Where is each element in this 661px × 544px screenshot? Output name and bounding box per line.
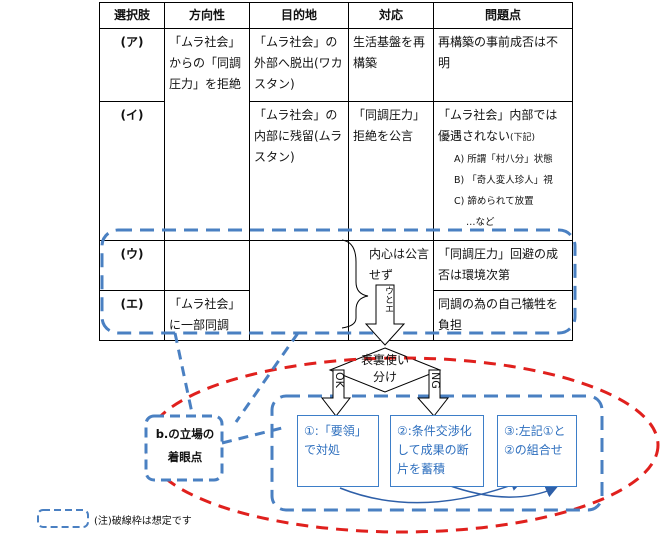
row-d-choice: (エ) — [99, 290, 165, 341]
sub-item-b: B) 「奇人変人珍人」視 — [454, 175, 553, 186]
ok-arrow — [320, 369, 352, 417]
table-header-row: 選択肢 方向性 目的地 対応 問題点 — [99, 2, 573, 29]
row-b-response: 「同調圧力」拒絶を公言 — [348, 101, 434, 241]
focus-box — [144, 414, 224, 482]
header-direction: 方向性 — [164, 2, 250, 29]
row-c-destination — [249, 240, 349, 341]
options-group-frame — [270, 394, 604, 512]
merge-arrow — [364, 284, 406, 346]
legend-dashed-sample — [37, 509, 89, 528]
ok-label: OK — [333, 372, 346, 388]
row-b-problem-note: (下記) — [510, 133, 536, 143]
row-a-problem: 再構築の事前成否は不明 — [433, 28, 573, 102]
row-b-choice: (イ) — [99, 101, 165, 241]
row-a-response: 生活基盤を再構築 — [348, 28, 434, 102]
curve-arrow-1 — [339, 479, 523, 504]
row-b-problem-cell: 「ムラ社会」内部では優遇されない(下記) A) 所謂「村八分」状態 B) 「奇人… — [433, 101, 573, 241]
row-c-direction — [164, 240, 250, 291]
table-row: (ア) 「ムラ社会」からの「同調圧力」を拒絶 「ムラ社会」の外部へ脱出(ワカスタ… — [99, 28, 573, 241]
brace — [341, 239, 369, 329]
row-b-problem: 「ムラ社会」内部では優遇されない — [438, 108, 558, 143]
curve-arrow-2 — [444, 483, 558, 498]
row-a-direction: 「ムラ社会」からの「同調圧力」を拒絶 — [164, 28, 250, 241]
legend-note: (注)破線枠は想定です — [94, 516, 192, 527]
connector-line-right — [234, 332, 300, 423]
dashed-frame-ue — [100, 228, 577, 335]
decision-label: 表裏使い分け — [360, 353, 409, 384]
merge-label: ウとエ — [383, 286, 393, 313]
ng-label: NG — [429, 372, 442, 389]
option-box-3: ③:左記①と②の組合せ — [497, 415, 577, 487]
connector-line-left — [173, 332, 194, 414]
table-row: (イ) 「ムラ社会」の内部に残留(ムラスタン) 「同調圧力」拒絶を公言 「ムラ社… — [99, 101, 573, 241]
header-choice: 選択肢 — [99, 2, 165, 29]
row-a-destination: 「ムラ社会」の外部へ脱出(ワカスタン) — [249, 28, 349, 102]
row-b-destination: 「ムラ社会」の内部に残留(ムラスタン) — [249, 101, 349, 241]
sub-item-a: A) 所謂「村八分」状態 — [454, 154, 553, 165]
row-c-problem: 「同調圧力」回避の成否は環境次第 — [433, 240, 573, 291]
sub-item-c: C) 諦められて放置 — [454, 196, 534, 207]
option-box-2: ②:条件交渉化して成果の断片を蓄積 — [390, 415, 484, 487]
sub-item-more: …など — [466, 217, 495, 228]
header-response: 対応 — [348, 2, 434, 29]
header-problem: 問題点 — [433, 2, 573, 29]
options-table: 選択肢 方向性 目的地 対応 問題点 (ア) 「ムラ社会」からの「同調圧力」を拒… — [99, 2, 573, 341]
ng-arrow — [416, 369, 450, 417]
option-box-1: ①:「要領」で対処 — [297, 415, 379, 487]
focus-label: b.の立場の着眼点 — [155, 427, 215, 464]
